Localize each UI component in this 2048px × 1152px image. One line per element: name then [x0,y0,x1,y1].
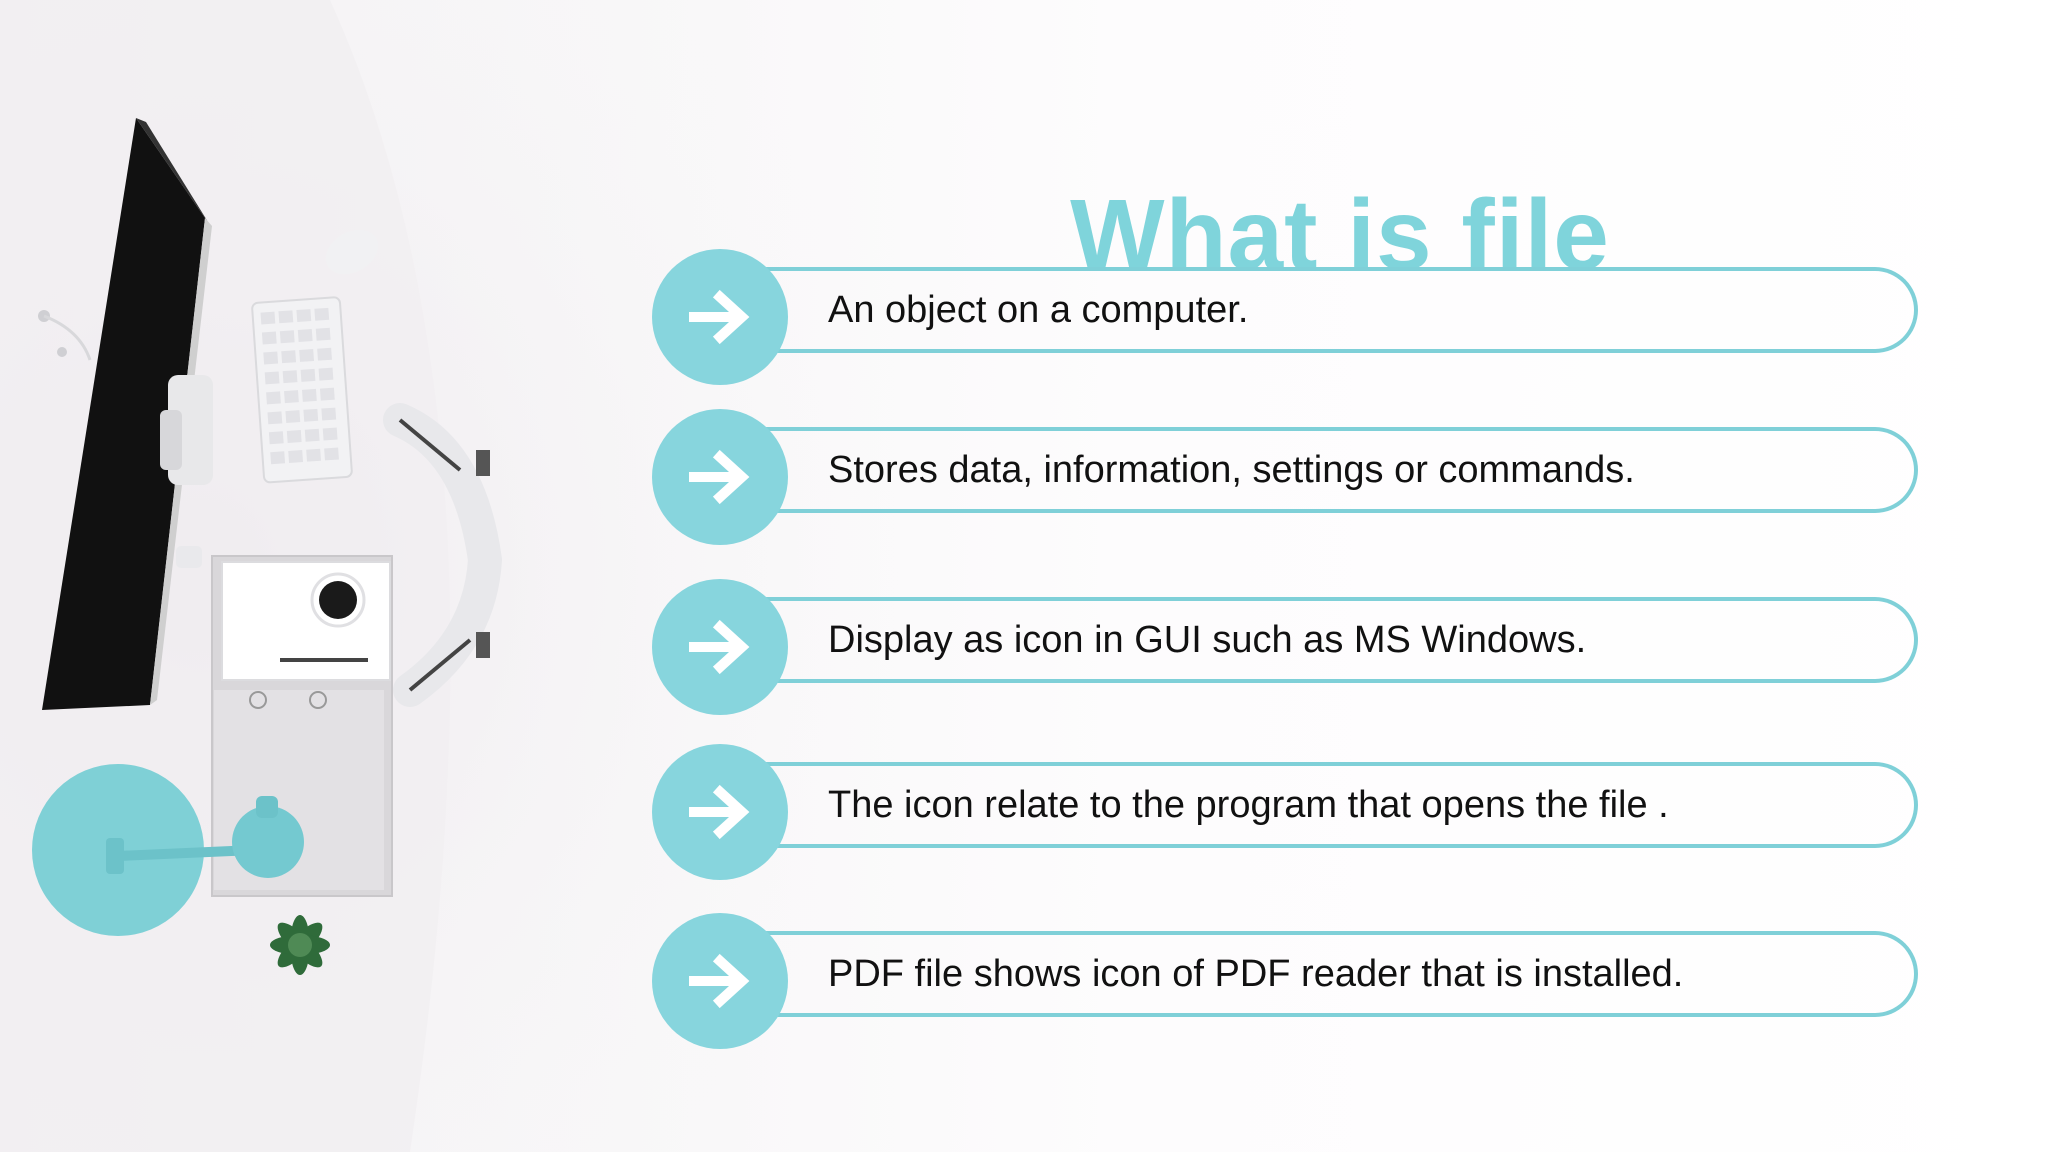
bullet-pill [752,267,1918,353]
mouse-image [325,229,379,275]
arrow-right-icon [689,619,750,675]
arrow-right-icon [689,784,750,840]
bullet-item: PDF file shows icon of PDF reader that i… [652,913,1922,1051]
bullet-circle [652,579,788,715]
bullet-item: An object on a computer. [652,249,1922,387]
monitor-image [42,118,213,710]
bullet-pill [752,427,1918,513]
lamp-image [32,764,304,936]
bullet-circle [652,249,788,385]
bullet-item: Stores data, information, settings or co… [652,409,1922,547]
arrow-right-icon [689,449,750,505]
chair-image [383,403,503,707]
bullet-pill [752,931,1918,1017]
bullet-circle [652,913,788,1049]
plant-image [270,915,330,975]
slide-title: What is file [1070,179,1610,291]
bullet-circle [652,409,788,545]
keyboard-image [251,296,353,484]
bullet-text: The icon relate to the program that open… [828,784,1669,826]
arrow-right-icon [689,289,750,345]
bullet-item: Display as icon in GUI such as MS Window… [652,579,1922,717]
bullet-pill [752,597,1918,683]
bullet-item: The icon relate to the program that open… [652,744,1922,882]
arrow-right-icon [689,953,750,1009]
bullet-text: PDF file shows icon of PDF reader that i… [828,953,1684,995]
bullet-circle [652,744,788,880]
desk-illustration [0,0,1000,1152]
bullet-text: Stores data, information, settings or co… [828,449,1635,491]
bullet-text: An object on a computer. [828,289,1249,331]
coffee-cup-image [310,572,366,628]
bullet-text: Display as icon in GUI such as MS Window… [828,619,1587,661]
bullet-pill [752,762,1918,848]
